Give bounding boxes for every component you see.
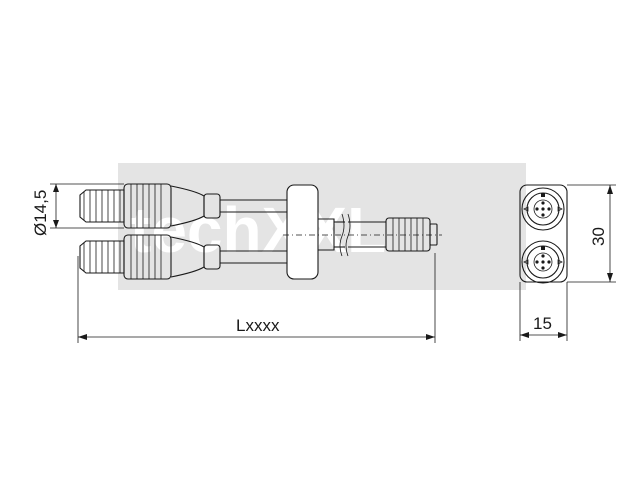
lower-connector [79,234,287,280]
splitter-body [286,184,386,280]
diameter-label: Ø14,5 [31,190,50,236]
end-view: 30 15 [519,184,616,341]
height-dimension: 30 [567,184,616,283]
side-view: Ø14,5 Lxxxx [31,183,442,343]
upper-connector [79,183,287,229]
length-dimension: Lxxxx [77,253,436,343]
lower-socket-face [521,240,565,284]
upper-socket-face [521,187,565,231]
length-label: Lxxxx [236,316,280,335]
width-dimension: 15 [519,282,568,341]
width-label: 15 [533,314,552,333]
diameter-dimension: Ø14,5 [31,183,124,236]
watermark-background [118,163,526,290]
male-end-connector [385,217,438,252]
watermark: techXXL [118,163,526,290]
height-label: 30 [589,227,608,246]
